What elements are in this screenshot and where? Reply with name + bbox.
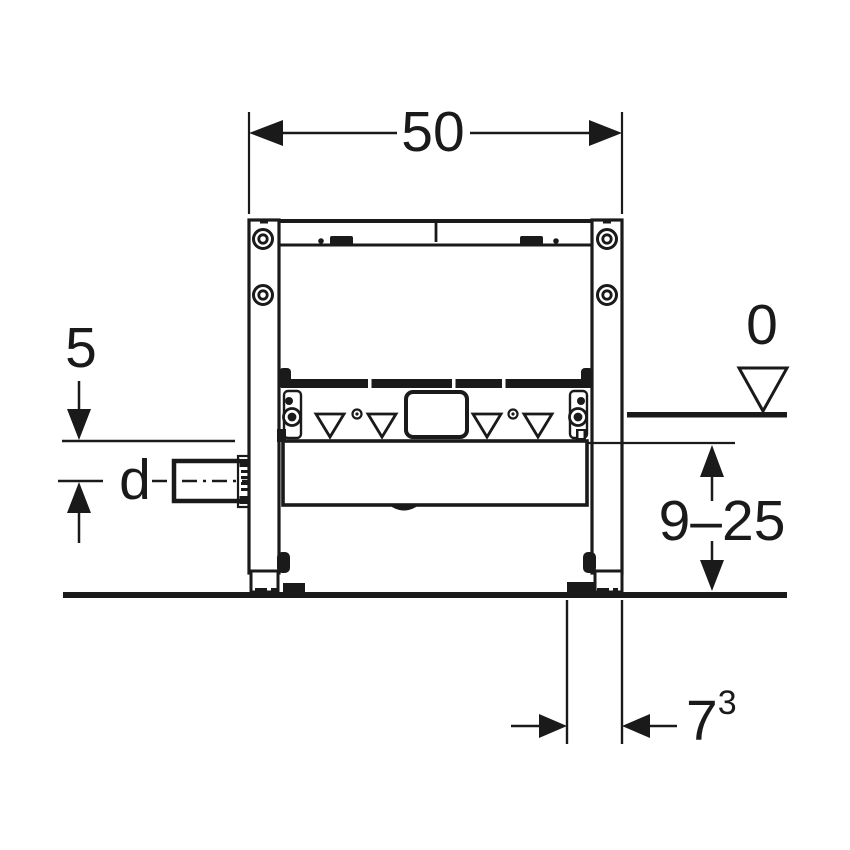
flange-gap bbox=[502, 379, 506, 388]
screw-head bbox=[351, 408, 363, 420]
dimension-trap-offset: 5 bbox=[58, 316, 235, 543]
foot-pad bbox=[597, 588, 609, 593]
connector-rib bbox=[241, 488, 249, 491]
arrowhead-right-icon bbox=[589, 120, 622, 146]
arrowhead-down-icon bbox=[700, 560, 724, 591]
connector-rib bbox=[241, 470, 249, 473]
dim-label-foot-fixing: 73 bbox=[686, 684, 737, 753]
flow-triangle-icon bbox=[365, 412, 399, 440]
rail-notch-left bbox=[279, 368, 291, 388]
left-foot bbox=[249, 552, 305, 594]
bolt-hole bbox=[252, 228, 274, 250]
arrowhead-up-icon bbox=[67, 482, 91, 513]
frame-left-rail bbox=[247, 218, 281, 575]
outlet-pipe: d bbox=[119, 448, 253, 512]
connector-cap-top bbox=[239, 459, 250, 467]
top-notch-left bbox=[260, 218, 268, 224]
bolt-hole bbox=[596, 284, 618, 306]
dimension-installation-height: 9–25 bbox=[588, 441, 786, 591]
arrowhead-left-icon bbox=[249, 120, 283, 146]
flow-triangle-icon bbox=[521, 412, 555, 440]
panel-body bbox=[281, 439, 589, 507]
dimension-frame-width: 50 bbox=[247, 100, 624, 214]
drain-outlet-box bbox=[404, 390, 469, 439]
rail-notch-right bbox=[581, 368, 593, 388]
rail-dot-right bbox=[553, 238, 559, 244]
channel-top-flange bbox=[281, 379, 591, 388]
screw-head bbox=[507, 408, 519, 420]
flow-triangle-icon bbox=[313, 412, 347, 440]
arrowhead-up-icon bbox=[700, 445, 724, 477]
trap-bump bbox=[389, 505, 419, 511]
foot-plate bbox=[283, 583, 305, 593]
dim-label-zero-level: 0 bbox=[746, 293, 778, 357]
arrowhead-left-icon bbox=[622, 714, 650, 738]
foot-pad bbox=[255, 588, 267, 593]
connector-rib bbox=[241, 476, 249, 479]
rail-dot-left bbox=[318, 238, 324, 244]
rail-tab-left bbox=[330, 236, 353, 245]
foot-pad bbox=[613, 588, 618, 593]
foot-clamp bbox=[277, 552, 290, 573]
top-notch-right bbox=[603, 218, 611, 224]
arrowhead-right-icon bbox=[539, 714, 567, 738]
level-marker-zero: 0 bbox=[627, 293, 790, 418]
arrowhead-down-icon bbox=[67, 409, 91, 440]
rail-tab-right bbox=[520, 236, 543, 245]
dimension-foot-fixing: 73 bbox=[511, 600, 737, 753]
floor-line bbox=[63, 592, 787, 598]
frame-right-rail bbox=[590, 218, 624, 575]
bolt-hole bbox=[596, 228, 618, 250]
foot-plate bbox=[567, 582, 595, 593]
dim-label-trap-offset: 5 bbox=[65, 316, 97, 380]
bolt-hole bbox=[252, 284, 274, 306]
channel-bracket-right bbox=[568, 389, 589, 442]
dim-label-height-range: 9–25 bbox=[659, 489, 786, 553]
foot-pad bbox=[271, 588, 277, 593]
dim-label-outlet-diameter: d bbox=[119, 448, 151, 512]
cover-panel bbox=[281, 439, 589, 511]
connector-cap-bottom bbox=[239, 496, 250, 504]
mounting-frame bbox=[247, 218, 624, 575]
flange-gap bbox=[368, 379, 372, 388]
channel-bracket-left bbox=[277, 389, 303, 442]
dim-label-frame-width: 50 bbox=[401, 100, 464, 164]
drain-channel bbox=[277, 368, 593, 448]
flange-gap bbox=[452, 379, 456, 388]
right-foot bbox=[567, 552, 624, 594]
flow-triangle-icon bbox=[470, 412, 504, 440]
foot-clamp bbox=[583, 552, 596, 573]
level-triangle-icon bbox=[736, 366, 790, 415]
connector-rib bbox=[241, 482, 249, 485]
finished-floor-line bbox=[627, 412, 787, 418]
